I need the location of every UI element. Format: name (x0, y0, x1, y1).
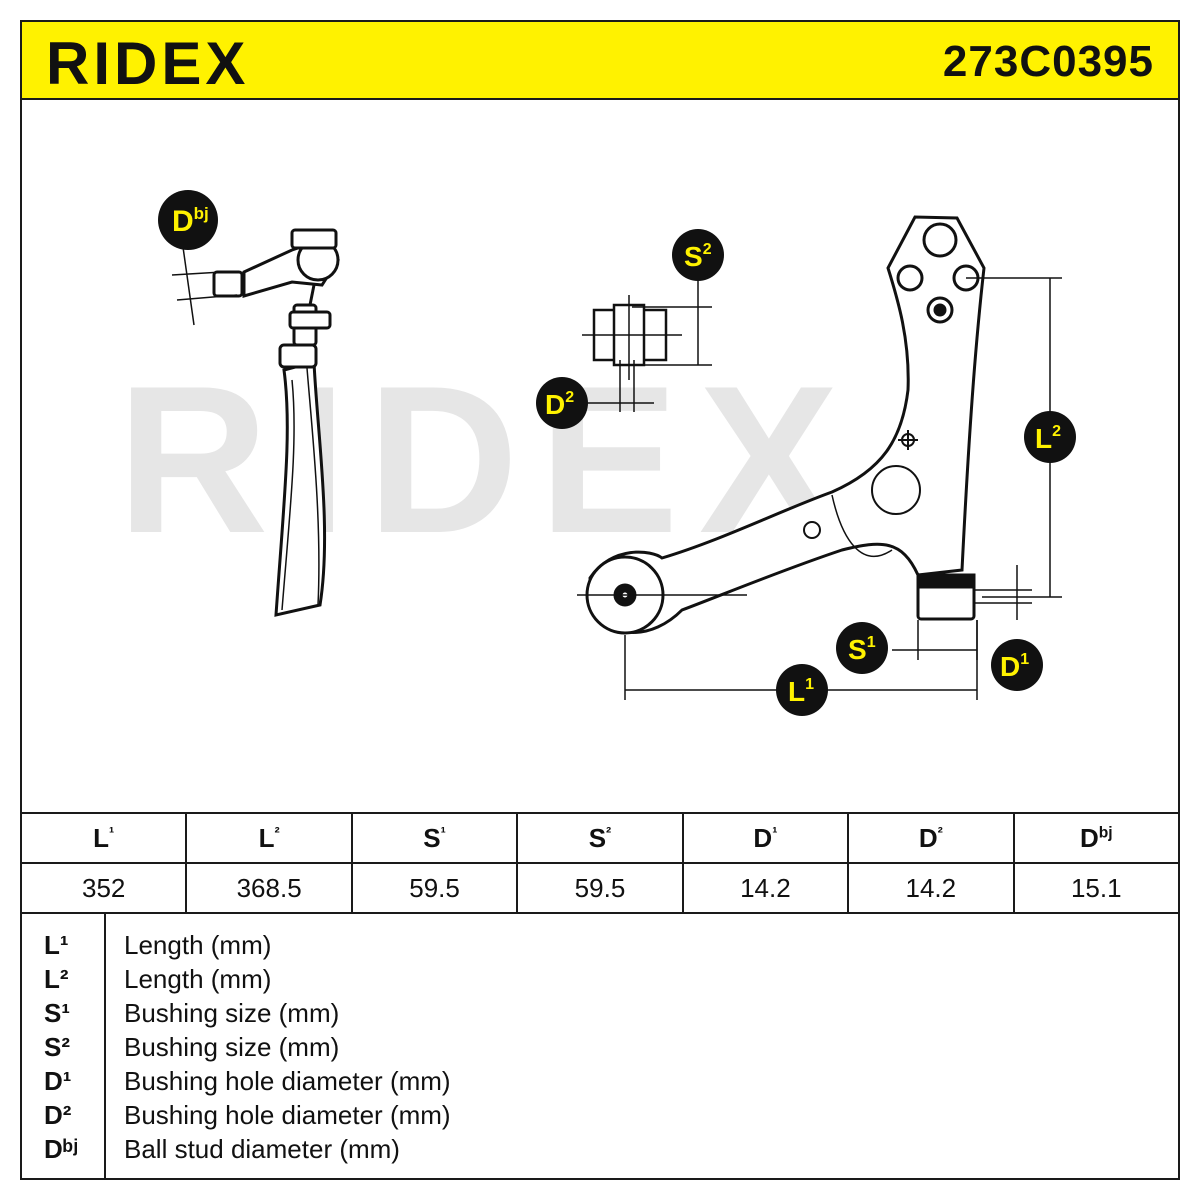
legend-item: D¹ Bushing hole diameter (mm) (20, 1064, 1180, 1098)
legend-symbol: Dᵇʲ (44, 1134, 78, 1164)
badge-dbj: Dbj (158, 190, 218, 250)
value-l1: 352 (19, 862, 188, 914)
value-s2: 59.5 (516, 862, 684, 914)
reference-mark (898, 430, 918, 450)
legend-symbol: S² (44, 1032, 70, 1062)
value-d1: 14.2 (681, 862, 850, 914)
col-header-d2: D² (847, 812, 1015, 864)
badge-s2: S2 (672, 229, 724, 281)
col-header-s1: S¹ (350, 812, 519, 864)
legend-item: D² Bushing hole diameter (mm) (20, 1098, 1180, 1132)
value-s1: 59.5 (350, 862, 519, 914)
legend-description: Bushing size (mm) (124, 1032, 340, 1062)
legend-item: Dᵇʲ Ball stud diameter (mm) (20, 1132, 1180, 1166)
badge-d2: D2 (536, 377, 588, 429)
badge-d1: D1 (991, 639, 1043, 691)
legend-description: Bushing size (mm) (124, 998, 340, 1028)
col-header-dbj: Dbj (1012, 812, 1181, 864)
dbj-dimension (171, 239, 238, 326)
legend-symbol: D¹ (44, 1066, 72, 1096)
col-header-s2: S² (516, 812, 684, 864)
legend-symbol: L¹ (44, 930, 69, 960)
s2-dimension (632, 280, 712, 366)
legend-symbol: D² (44, 1100, 72, 1130)
svg-text:D1: D1 (1000, 651, 1029, 682)
legend-description: Bushing hole diameter (mm) (124, 1066, 451, 1096)
svg-text:Dbj: Dbj (172, 204, 209, 238)
badge-l1: L1 (776, 664, 828, 716)
spec-table-header-row: L¹ L² S¹ S² D¹ D² Dbj (19, 812, 1181, 864)
svg-text:S2: S2 (684, 241, 712, 272)
value-dbj: 15.1 (1012, 862, 1181, 914)
svg-text:L2: L2 (1035, 423, 1061, 454)
svg-text:S1: S1 (848, 634, 876, 665)
value-d2: 14.2 (847, 862, 1015, 914)
legend-description: Length (mm) (124, 930, 272, 960)
badge-s1: S1 (836, 622, 888, 674)
col-header-l1: L¹ (19, 812, 188, 864)
legend-description: Ball stud diameter (mm) (124, 1134, 400, 1164)
legend-item: L² Length (mm) (20, 962, 1180, 996)
badge-l2: L2 (1024, 411, 1076, 463)
legend: L¹ Length (mm) L² Length (mm) S¹ Bushing… (20, 912, 1180, 1180)
legend-divider (104, 912, 106, 1180)
brand-logo: RIDEX (46, 32, 249, 92)
brand-name: RIDEX (46, 32, 249, 92)
legend-description: Length (mm) (124, 964, 272, 994)
control-arm-top-view (585, 215, 986, 635)
legend-item: L¹ Length (mm) (20, 928, 1180, 962)
technical-diagram: RIDEX (117, 190, 1076, 716)
legend-symbol: L² (44, 964, 69, 994)
header-bar: RIDEX 273C0395 (20, 20, 1180, 100)
d2-dimension (577, 360, 654, 412)
bushing-section (582, 295, 682, 380)
legend-item: S² Bushing size (mm) (20, 1030, 1180, 1064)
svg-text:L1: L1 (788, 676, 814, 707)
d1-dimension (974, 565, 1032, 620)
legend-description: Bushing hole diameter (mm) (124, 1100, 451, 1130)
part-number: 273C0395 (942, 37, 1154, 86)
legend-item: S¹ Bushing size (mm) (20, 996, 1180, 1030)
spec-table: L¹ L² S¹ S² D¹ D² Dbj 352 368.5 59.5 59.… (19, 812, 1181, 914)
col-header-l2: L² (185, 812, 353, 864)
svg-text:D2: D2 (545, 389, 574, 420)
col-header-d1: D¹ (681, 812, 850, 864)
spec-table-value-row: 352 368.5 59.5 59.5 14.2 14.2 15.1 (19, 862, 1181, 914)
legend-symbol: S¹ (44, 998, 70, 1028)
side-view-arm (212, 228, 340, 617)
value-l2: 368.5 (185, 862, 353, 914)
s1-dimension (892, 620, 978, 660)
